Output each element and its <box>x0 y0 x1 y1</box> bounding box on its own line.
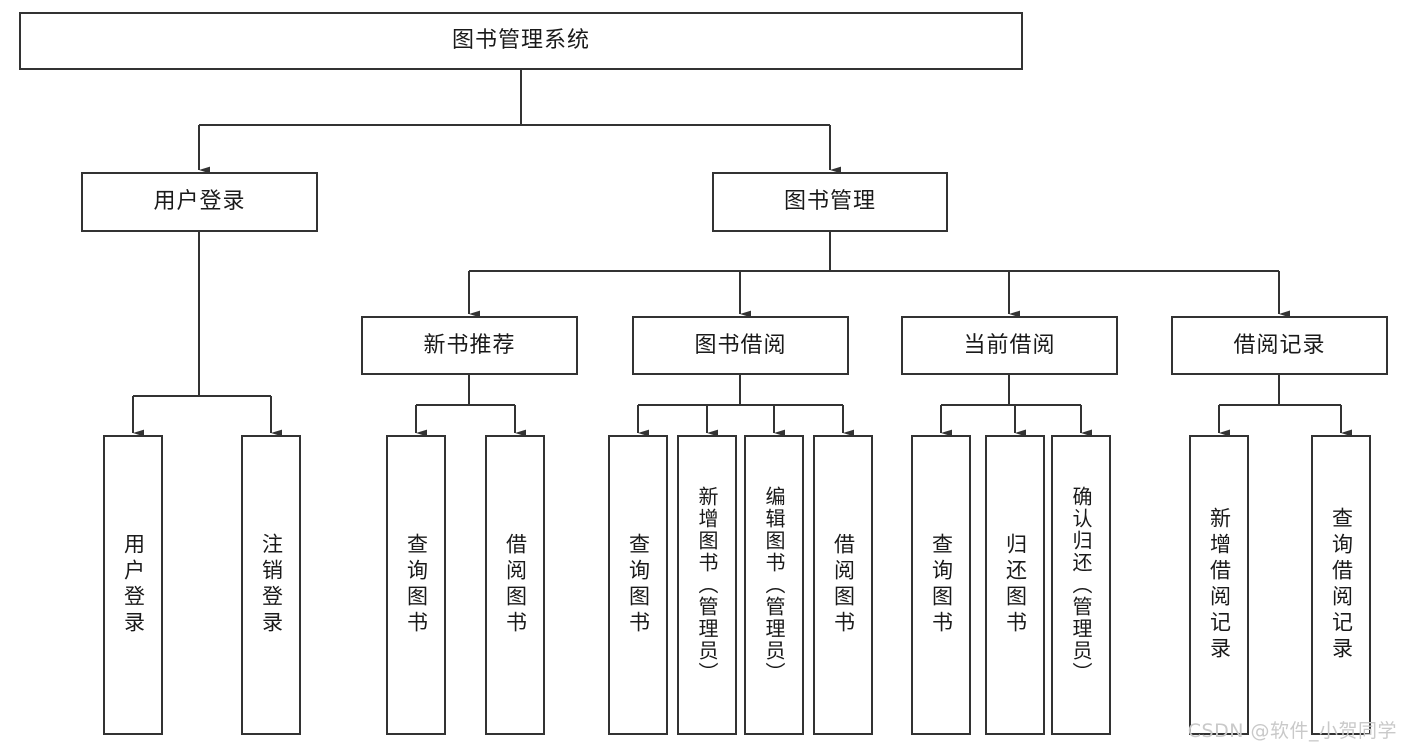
node-label-user-login: 用户登录 <box>153 189 246 215</box>
node-book-borrow[interactable]: 图书借阅 <box>632 316 849 375</box>
node-leaf-edit-book-admin[interactable]: 编辑图书（管理员） <box>744 435 804 735</box>
node-leaf-query-book-2[interactable]: 查询图书 <box>608 435 668 735</box>
node-label-leaf-borrow-book-2: 借阅图书 <box>831 533 856 637</box>
node-label-leaf-edit-book-admin: 编辑图书（管理员） <box>762 486 786 684</box>
node-book-management[interactable]: 图书管理 <box>712 172 948 232</box>
node-leaf-query-borrow-record[interactable]: 查询借阅记录 <box>1311 435 1371 735</box>
node-root-system[interactable]: 图书管理系统 <box>19 12 1023 70</box>
node-label-leaf-user-login: 用户登录 <box>121 533 146 637</box>
node-label-book-management: 图书管理 <box>783 189 876 215</box>
node-label-leaf-add-borrow-record: 新增借阅记录 <box>1207 507 1232 663</box>
node-leaf-confirm-return-admin[interactable]: 确认归还（管理员） <box>1051 435 1111 735</box>
node-leaf-add-borrow-record[interactable]: 新增借阅记录 <box>1189 435 1249 735</box>
node-current-borrow[interactable]: 当前借阅 <box>901 316 1118 375</box>
node-label-book-borrow: 图书借阅 <box>694 332 787 358</box>
node-leaf-user-login[interactable]: 用户登录 <box>103 435 163 735</box>
node-leaf-query-book-3[interactable]: 查询图书 <box>911 435 971 735</box>
node-label-borrow-record: 借阅记录 <box>1233 332 1326 358</box>
node-user-login[interactable]: 用户登录 <box>81 172 318 232</box>
node-label-leaf-logout: 注销登录 <box>259 533 284 637</box>
node-label-current-borrow: 当前借阅 <box>963 332 1056 358</box>
node-leaf-borrow-book-1[interactable]: 借阅图书 <box>485 435 545 735</box>
node-label-leaf-return-book: 归还图书 <box>1003 533 1028 637</box>
node-label-leaf-query-borrow-record: 查询借阅记录 <box>1329 507 1354 663</box>
watermark-text: CSDN @软件_小贺同学 <box>1187 720 1397 742</box>
node-leaf-borrow-book-2[interactable]: 借阅图书 <box>813 435 873 735</box>
node-leaf-logout[interactable]: 注销登录 <box>241 435 301 735</box>
node-label-leaf-query-book-3: 查询图书 <box>929 533 954 637</box>
node-label-leaf-query-book-1: 查询图书 <box>404 533 429 637</box>
node-label-leaf-borrow-book-1: 借阅图书 <box>503 533 528 637</box>
node-leaf-add-book-admin[interactable]: 新增图书（管理员） <box>677 435 737 735</box>
node-leaf-query-book-1[interactable]: 查询图书 <box>386 435 446 735</box>
node-label-leaf-query-book-2: 查询图书 <box>626 533 651 637</box>
node-label-root: 图书管理系统 <box>451 28 590 54</box>
node-new-book-recommend[interactable]: 新书推荐 <box>361 316 578 375</box>
node-label-leaf-add-book-admin: 新增图书（管理员） <box>695 486 719 684</box>
node-borrow-record[interactable]: 借阅记录 <box>1171 316 1388 375</box>
node-label-new-book-recommend: 新书推荐 <box>423 332 516 358</box>
node-leaf-return-book[interactable]: 归还图书 <box>985 435 1045 735</box>
node-label-leaf-confirm-return-admin: 确认归还（管理员） <box>1069 486 1093 684</box>
